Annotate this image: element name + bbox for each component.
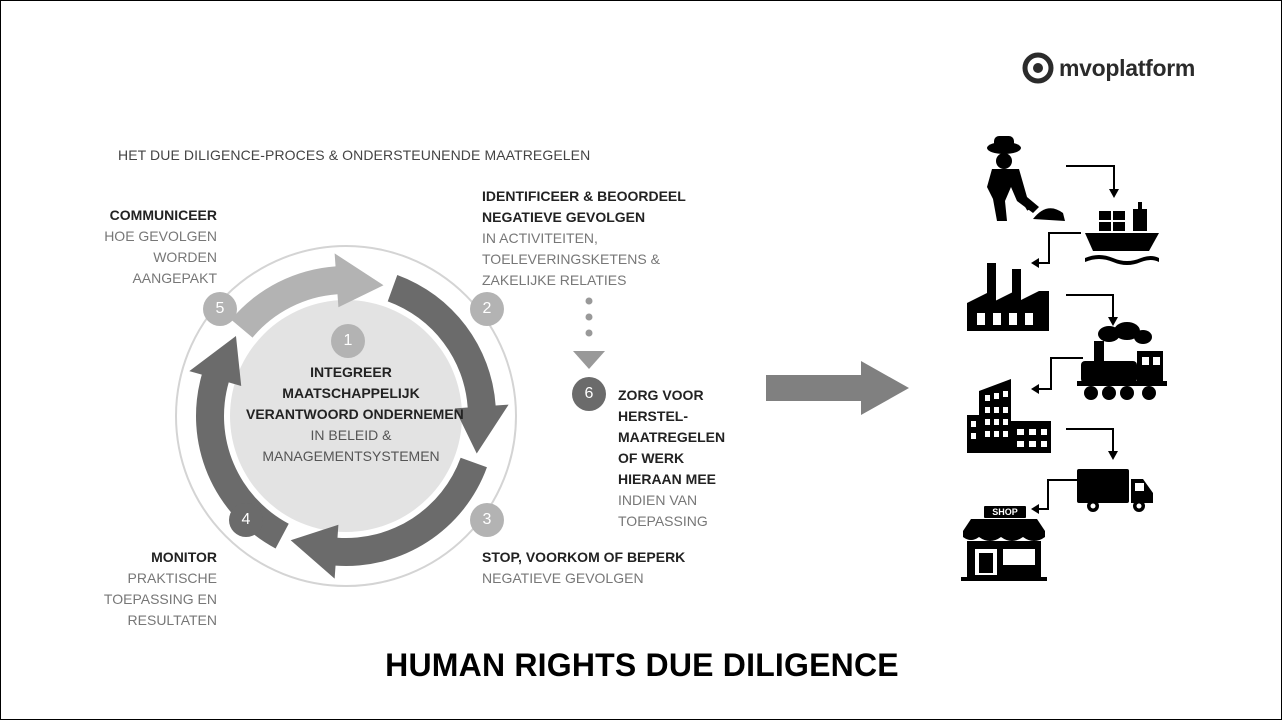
big-right-arrow-icon [766,361,909,415]
cargo-ship-icon [1085,202,1159,265]
due-diligence-cycle [175,245,605,587]
chain-connectors [1037,165,1115,510]
logo-ring-icon [1022,52,1054,84]
connector-arrowhead [573,351,605,369]
arrow-communicate-to-identify [231,253,384,338]
supply-chain: SHOP [961,136,1167,581]
arrow-monitor-to-communicate [189,336,289,549]
step-3-text: STOP, VOORKOM OF BEPERK NEGATIEVE GEVOLG… [482,549,686,586]
step-6-badge: 6 [572,377,606,411]
steam-train-icon [1077,322,1167,400]
chain-arrowheads [1031,189,1119,514]
dotted-connector [573,297,605,369]
diagram-heading: HET DUE DILIGENCE-PROCES & ONDERSTEUNEND… [118,147,591,163]
delivery-truck-icon [1077,469,1153,512]
step-1-text: INTEGREER MAATSCHAPPELIJK VERANTWOORD ON… [246,364,464,464]
step-2-badge: 2 [470,292,504,326]
step-5-badge: 5 [203,292,237,326]
office-building-icon [967,379,1051,453]
step-4-text: MONITOR PRAKTISCHE TOEPASSING EN RESULTA… [103,549,217,628]
step-6-text: ZORG VOOR HERSTEL- MAATREGELEN OF WERK H… [618,387,726,529]
mvoplatform-logo: mvoplatform [1022,48,1195,88]
arrow-stop-to-monitor [290,457,487,579]
footer-title: HUMAN RIGHTS DUE DILIGENCE [385,647,899,683]
shop-icon: SHOP [961,506,1047,581]
logo-text: mvoplatform [1059,54,1195,81]
step-5-text: COMMUNICEER HOE GEVOLGEN WORDEN AANGEPAK… [104,207,217,286]
cycle-arrows [189,253,509,579]
step-2-text: IDENTIFICEER & BEOORDEEL NEGATIEVE GEVOL… [482,188,686,288]
step-3-badge: 3 [470,503,504,537]
core-circle [230,300,462,532]
step-4-badge: 4 [229,503,263,537]
miner-icon [987,136,1065,221]
shop-sign-text: SHOP [992,507,1018,517]
step-1-badge: 1 [331,324,365,358]
factory-icon [967,263,1049,331]
arrow-identify-to-stop [387,275,509,454]
